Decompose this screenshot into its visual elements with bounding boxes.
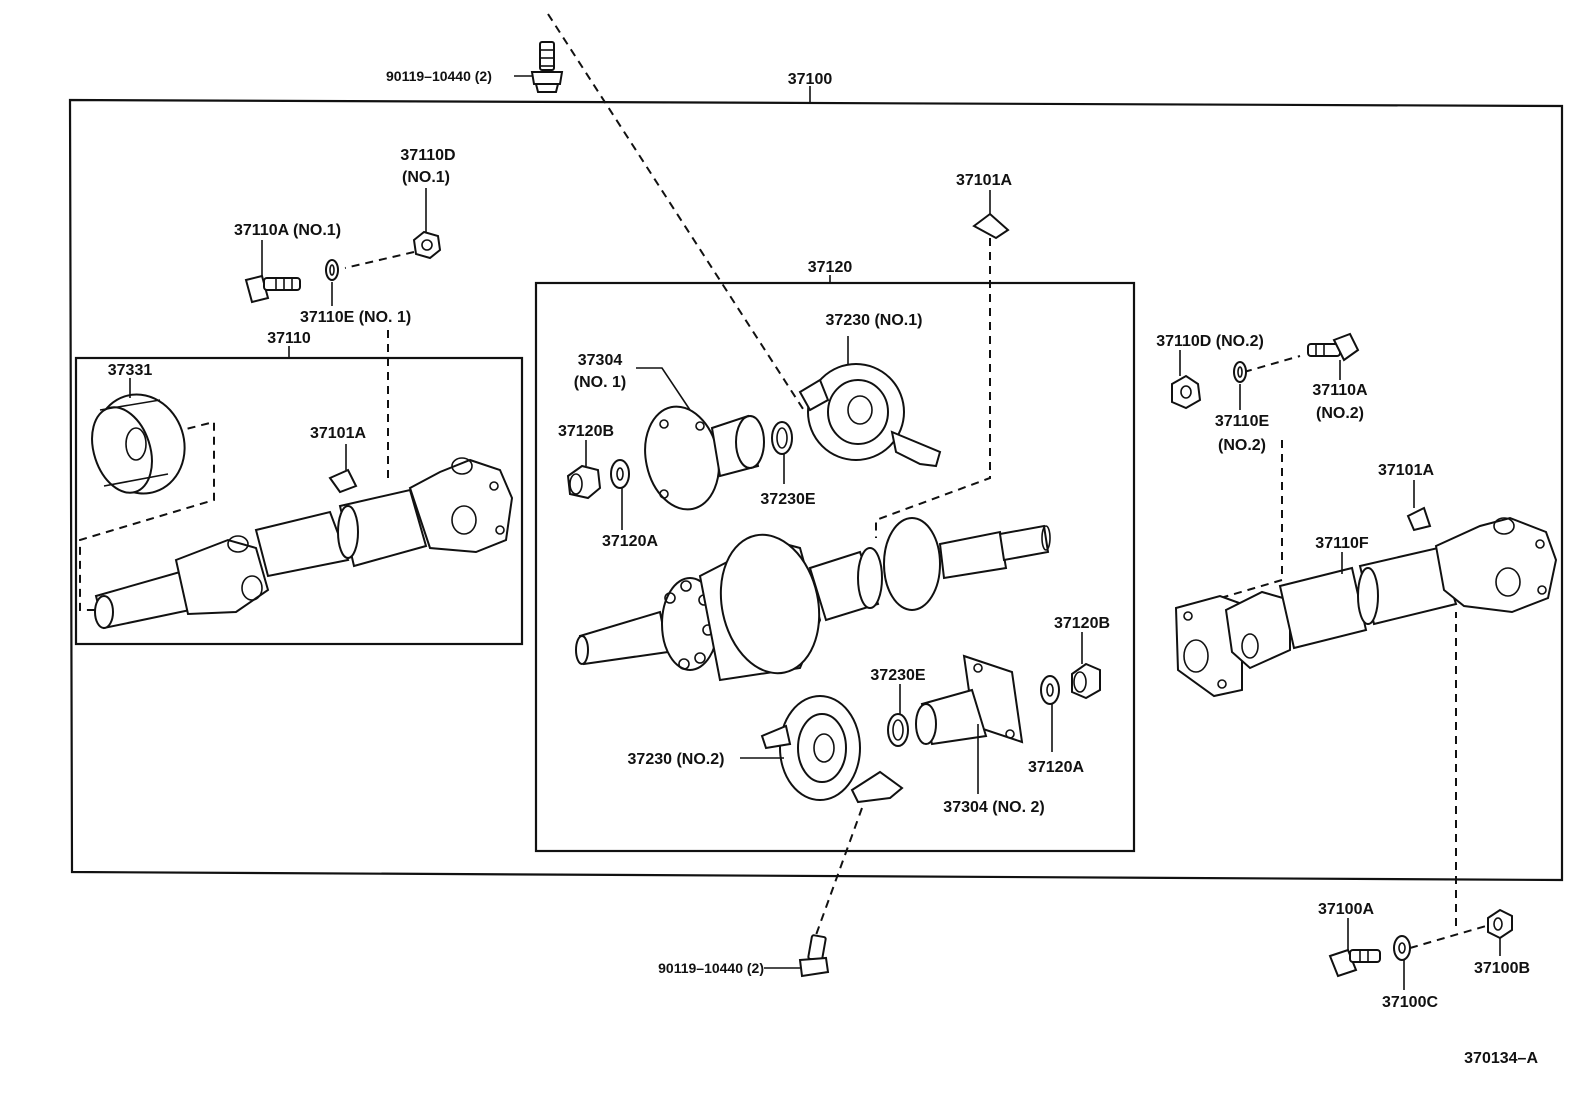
label-37304-no1-a: 37304 <box>578 352 623 369</box>
bolt-37110A-no2-icon <box>1307 332 1360 362</box>
center-support-bearing-37230-no2-icon <box>760 695 904 804</box>
bolt-37100A-icon <box>1328 948 1381 978</box>
nut-37120B-right-icon <box>1071 662 1101 700</box>
sub-assembly-37110-frame <box>74 356 524 646</box>
bolt-37110A-no1-icon <box>244 274 301 304</box>
label-37331: 37331 <box>108 362 153 379</box>
dash-line-bottom-bolt <box>815 807 863 936</box>
label-37100B: 37100B <box>1474 960 1530 977</box>
center-support-bearing-37230-no1-icon <box>798 363 942 468</box>
label-37230E-top: 37230E <box>760 491 815 508</box>
label-37110A-no2-a: 37110A <box>1312 382 1368 399</box>
nut-37100B-icon <box>1487 908 1513 940</box>
dash-line-37331 <box>79 420 215 611</box>
bolt-top-icon <box>530 41 564 93</box>
washer-37100C-icon <box>1393 935 1411 961</box>
label-37100: 37100 <box>788 71 833 88</box>
label-37120: 37120 <box>808 259 853 276</box>
label-37101A-right: 37101A <box>1378 462 1434 479</box>
flange-37304-no1-icon <box>644 405 765 511</box>
washer-37120A-left-icon <box>610 459 630 489</box>
label-37110D-no1-a: 37110D <box>400 147 455 164</box>
label-37110A-no2-b: (NO.2) <box>1316 405 1364 422</box>
lock-washer-37110E-no2-icon <box>1233 361 1247 383</box>
label-37100A: 37100A <box>1318 901 1374 918</box>
label-37110: 37110 <box>267 330 311 347</box>
propeller-shaft-37110F-icon <box>1174 516 1558 698</box>
label-37101A-top: 37101A <box>956 172 1012 189</box>
label-bolt-top: 90119–10440 (2) <box>386 68 492 84</box>
assembly-37100-frame <box>68 98 1564 882</box>
dash-line-37100B <box>1409 612 1487 949</box>
dust-deflector-37230E-bottom-icon <box>887 713 909 747</box>
intermediate-shaft-icon <box>575 517 1051 682</box>
sub-assembly-37120-frame <box>534 281 1136 853</box>
label-37101A-left: 37101A <box>310 425 366 442</box>
label-37110E-no1: 37110E (NO. 1) <box>300 309 411 326</box>
label-37120A-right: 37120A <box>1028 759 1084 776</box>
label-37110E-no2-a: 37110E <box>1215 413 1270 430</box>
label-37230E-bottom: 37230E <box>870 667 925 684</box>
label-37230-no1: 37230 (NO.1) <box>826 312 923 329</box>
label-37100C: 37100C <box>1382 994 1438 1011</box>
label-37120B-right: 37120B <box>1054 615 1110 632</box>
label-37110F: 37110F <box>1315 535 1369 552</box>
balance-weight-37101A-right-icon <box>1406 506 1432 532</box>
label-37110D-no1-b: (NO.1) <box>402 169 450 186</box>
balance-weight-37101A-top-icon <box>972 212 1010 240</box>
label-37110E-no2-b: (NO.2) <box>1218 437 1266 454</box>
label-bolt-bottom: 90119–10440 (2) <box>658 960 764 976</box>
leader-37304-no1 <box>636 367 691 411</box>
propeller-shaft-37110-icon <box>94 457 514 630</box>
washer-37120A-right-icon <box>1040 675 1060 705</box>
label-37304-no2: 37304 (NO. 2) <box>943 799 1044 816</box>
label-37230-no2: 37230 (NO.2) <box>628 751 725 768</box>
dash-line-37110D-no1 <box>344 251 415 482</box>
nut-37110D-no2-icon <box>1171 374 1202 410</box>
lock-washer-37110E-no1-icon <box>325 259 339 281</box>
diagram-code: 370134–A <box>1464 1050 1538 1067</box>
label-37120B-left: 37120B <box>558 423 614 440</box>
flange-37304-no2-icon <box>915 654 1024 746</box>
dash-line-37110D-no2 <box>1199 355 1301 605</box>
dash-line-37101A-top <box>875 238 991 538</box>
center-bearing-37331-icon <box>91 393 186 495</box>
dust-deflector-37230E-top-icon <box>771 421 793 455</box>
label-37110D-no2: 37110D (NO.2) <box>1156 333 1264 350</box>
dash-line-top-bolt <box>547 13 806 413</box>
label-37120A-left: 37120A <box>602 533 658 550</box>
label-37304-no1-b: (NO. 1) <box>574 374 626 391</box>
balance-weight-37101A-left-icon <box>328 468 358 494</box>
label-37110A-no1: 37110A (NO.1) <box>234 222 341 239</box>
nut-37120B-left-icon <box>566 464 602 500</box>
nut-37110D-no1-icon <box>412 230 442 260</box>
bolt-bottom-icon <box>798 934 830 978</box>
